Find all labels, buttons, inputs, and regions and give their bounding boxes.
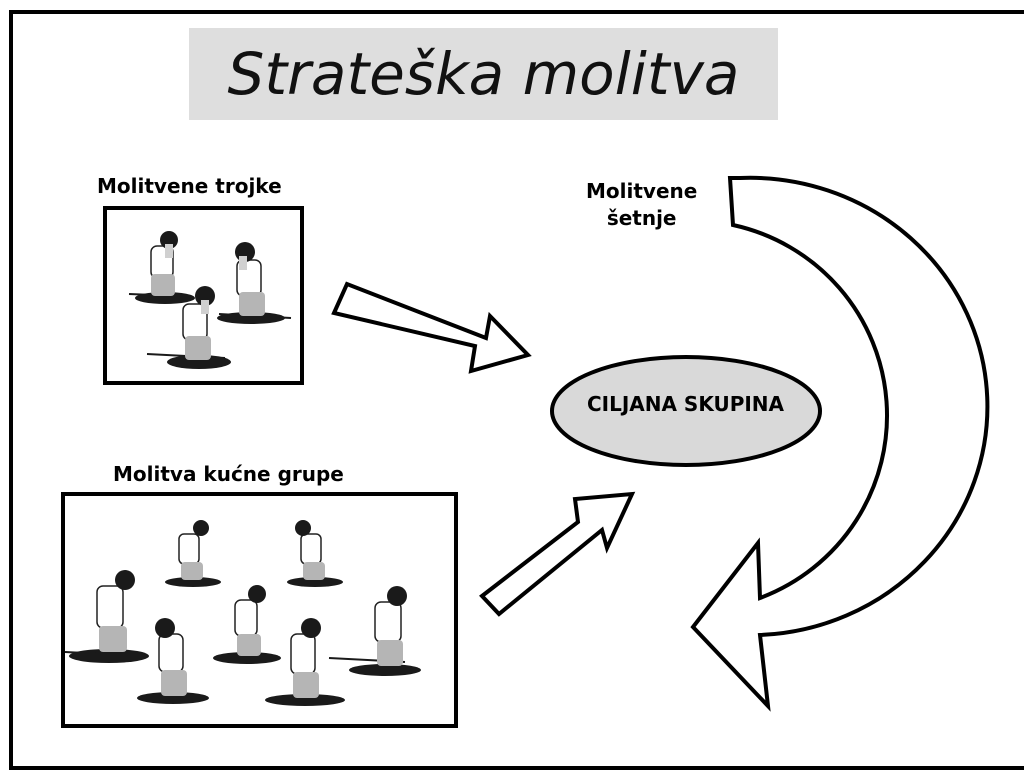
kneeling-figure-icon [328, 586, 421, 676]
target-group-ellipse [550, 355, 822, 467]
kneeling-figure-icon [213, 585, 281, 664]
title-banner: Strateška molitva [189, 28, 778, 120]
kneeling-figure-icon [287, 520, 343, 587]
arrow-right-icon [331, 281, 532, 374]
kneeling-figure-icon [165, 520, 221, 587]
prayer-triplets-image [103, 206, 304, 385]
label-prayer-walks-line1: Molitvene [586, 179, 698, 203]
diagram-shapes [331, 175, 990, 712]
kneeling-figure-icon [146, 286, 231, 369]
kneeling-figure-icon [217, 242, 292, 324]
label-prayer-triplets: Molitvene trojke [97, 174, 282, 198]
kneeling-figure-icon [265, 618, 345, 706]
kneeling-figure-icon [137, 618, 209, 704]
target-group-label: CILJANA SKUPINA [586, 392, 785, 416]
kneeling-figure-icon [64, 570, 149, 663]
page-title: Strateška molitva [227, 40, 740, 108]
curved-arrow-icon [690, 175, 990, 712]
kneeling-figures-triplets [128, 231, 292, 369]
label-prayer-walks: Molitvene šetnje [586, 178, 697, 232]
kneeling-figures-group [64, 520, 421, 706]
house-group-prayer-image [61, 492, 458, 728]
arrow-up-right-icon [479, 491, 636, 617]
label-prayer-walks-line2: šetnje [606, 206, 677, 230]
label-house-group-prayer: Molitva kućne grupe [113, 462, 344, 486]
kneeling-figure-icon [128, 231, 195, 304]
